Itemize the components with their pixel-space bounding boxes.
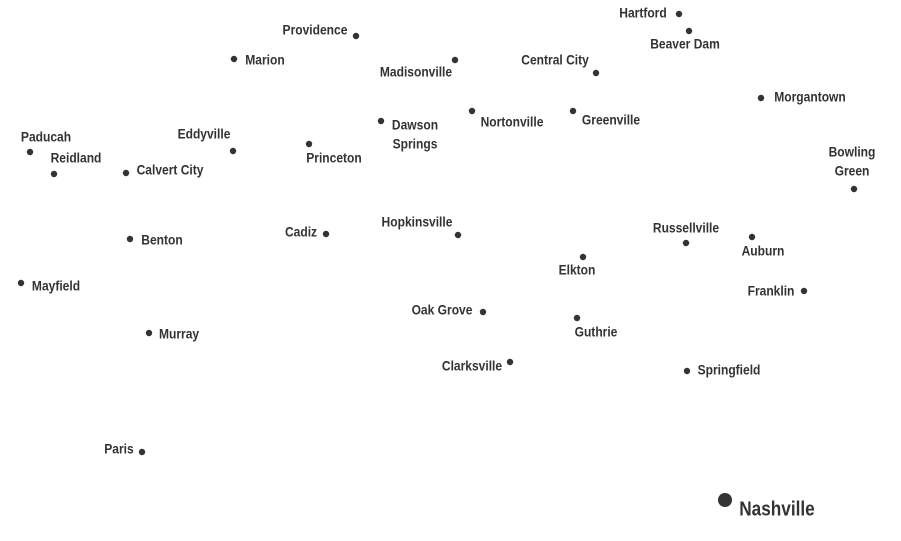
city-marker-elkton [579, 253, 587, 261]
city-label-greenville: Greenville [582, 112, 640, 128]
city-marker-providence [352, 32, 360, 40]
city-marker-murray [145, 329, 153, 337]
city-marker-hartford [675, 10, 683, 18]
city-label-franklin: Franklin [748, 283, 795, 299]
city-label-mayfield: Mayfield [32, 278, 80, 294]
city-cadiz: Cadiz [285, 224, 330, 240]
city-marker-nashville [718, 493, 732, 507]
city-paducah: Paducah [21, 129, 71, 156]
city-greenville: Greenville [569, 107, 640, 128]
city-eddyville: Eddyville [178, 126, 237, 155]
city-marker-princeton [305, 140, 313, 148]
city-label-benton: Benton [141, 232, 182, 248]
city-label-nashville: Nashville [739, 497, 814, 520]
city-label-bowling-green-line-1: Bowling [829, 144, 876, 160]
city-label-princeton: Princeton [306, 150, 362, 166]
city-reidland: Reidland [50, 150, 102, 178]
city-princeton: Princeton [305, 140, 362, 166]
city-marker-greenville [569, 107, 577, 115]
city-nashville: Nashville [718, 493, 815, 520]
city-label-dawson-springs-line-1: Dawson [392, 117, 438, 133]
city-marker-morgantown [757, 94, 765, 102]
city-marker-cadiz [322, 230, 330, 238]
city-madisonville: Madisonville [380, 56, 459, 80]
city-label-bowling-green-line-2: Green [835, 163, 870, 179]
city-marker-paducah [26, 148, 34, 156]
city-marker-nortonville [468, 107, 476, 115]
city-hartford: Hartford [619, 5, 683, 21]
city-label-hartford: Hartford [619, 5, 666, 21]
city-label-paducah: Paducah [21, 129, 71, 145]
city-springfield: Springfield [683, 362, 761, 378]
city-mayfield: Mayfield [17, 278, 80, 294]
city-marker-beaver-dam [685, 27, 693, 35]
city-marker-auburn [748, 233, 756, 241]
city-label-springfield: Springfield [698, 362, 761, 378]
city-label-madisonville: Madisonville [380, 64, 452, 80]
city-paris: Paris [104, 441, 146, 457]
city-marker-marion [230, 55, 238, 63]
city-label-elkton: Elkton [559, 262, 596, 278]
city-label-morgantown: Morgantown [774, 89, 846, 105]
city-label-guthrie: Guthrie [575, 324, 618, 340]
city-auburn: Auburn [742, 233, 785, 259]
city-label-beaver-dam: Beaver Dam [650, 36, 720, 52]
city-label-auburn: Auburn [742, 243, 785, 259]
city-label-murray: Murray [159, 326, 200, 342]
city-marker-hopkinsville [454, 231, 462, 239]
city-guthrie: Guthrie [573, 314, 618, 340]
city-marker-paris [138, 448, 146, 456]
city-label-eddyville: Eddyville [178, 126, 231, 142]
city-label-providence: Providence [283, 22, 348, 38]
city-providence: Providence [283, 22, 360, 40]
city-marker-franklin [800, 287, 808, 295]
city-marker-mayfield [17, 279, 25, 287]
city-morgantown: Morgantown [757, 89, 846, 105]
city-marker-calvert-city [122, 169, 130, 177]
city-calvert-city: Calvert City [122, 162, 205, 178]
city-marker-eddyville [229, 147, 237, 155]
city-central-city: Central City [521, 52, 600, 77]
city-marker-bowling-green [850, 185, 858, 193]
city-marker-reidland [50, 170, 58, 178]
city-label-marion: Marion [245, 52, 284, 68]
city-marker-oak-grove [479, 308, 487, 316]
city-label-nortonville: Nortonville [481, 114, 544, 130]
city-marker-guthrie [573, 314, 581, 322]
city-label-central-city: Central City [521, 52, 589, 68]
city-elkton: Elkton [559, 253, 596, 278]
city-hopkinsville: Hopkinsville [382, 214, 462, 239]
city-label-dawson-springs-line-2: Springs [393, 136, 438, 152]
city-benton: Benton [126, 232, 183, 248]
city-label-hopkinsville: Hopkinsville [382, 214, 453, 230]
city-marker-springfield [683, 367, 691, 375]
city-murray: Murray [145, 326, 200, 342]
city-label-cadiz: Cadiz [285, 224, 318, 240]
city-marker-benton [126, 235, 134, 243]
city-label-russellville: Russellville [653, 220, 719, 236]
city-marker-dawson-springs [377, 117, 385, 125]
city-marker-clarksville [506, 358, 514, 366]
city-label-clarksville: Clarksville [442, 358, 502, 374]
city-label-oak-grove: Oak Grove [412, 302, 473, 318]
city-russellville: Russellville [653, 220, 719, 247]
city-nortonville: Nortonville [468, 107, 544, 130]
city-beaver-dam: Beaver Dam [650, 27, 720, 52]
city-label-paris: Paris [104, 441, 133, 457]
city-marker-central-city [592, 69, 600, 77]
city-marion: Marion [230, 52, 285, 68]
city-marker-madisonville [451, 56, 459, 64]
city-clarksville: Clarksville [442, 358, 514, 374]
city-label-calvert-city: Calvert City [137, 162, 205, 178]
city-marker-russellville [682, 239, 690, 247]
city-label-reidland: Reidland [51, 150, 102, 166]
city-franklin: Franklin [748, 283, 808, 299]
city-oak-grove: Oak Grove [412, 302, 487, 318]
